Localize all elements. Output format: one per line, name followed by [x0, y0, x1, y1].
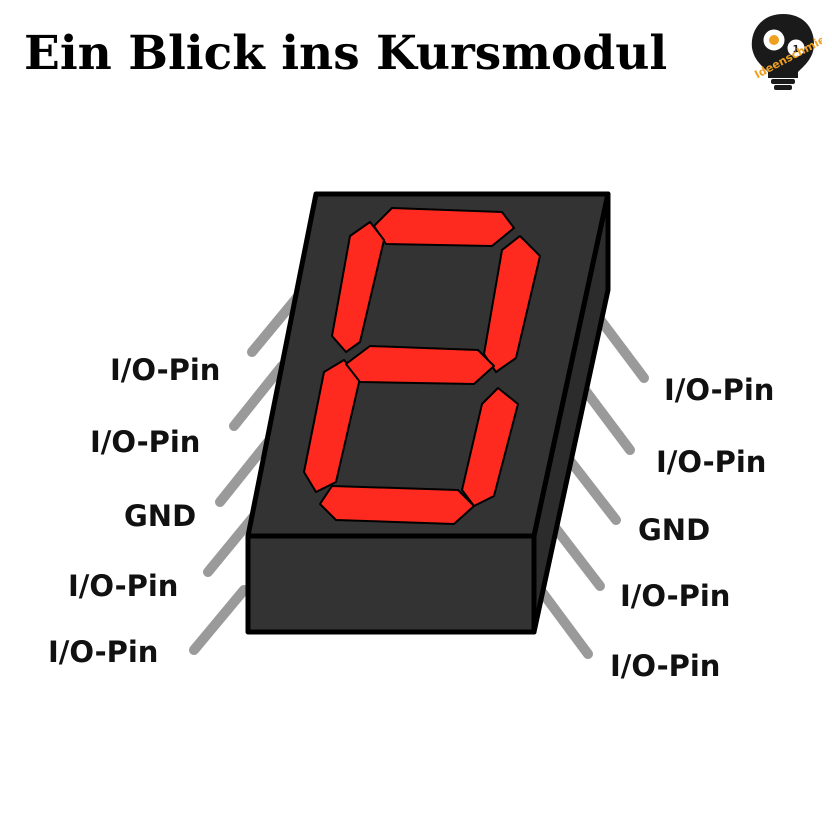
left-pins	[189, 289, 305, 655]
svg-text:1: 1	[793, 44, 800, 55]
display-front	[245, 533, 537, 635]
segments	[303, 207, 541, 525]
segment-d	[319, 485, 475, 525]
segment-b	[483, 235, 541, 373]
left-pin-2	[229, 361, 287, 431]
left-pin-5	[189, 585, 249, 655]
right-pin-3	[563, 453, 621, 525]
segment-f	[331, 221, 385, 353]
display-body	[245, 191, 611, 635]
right-pin-label-1: I/O-Pin	[664, 373, 774, 407]
right-pin-5	[537, 587, 593, 659]
left-pin-label-2: I/O-Pin	[90, 425, 200, 459]
right-pins	[537, 309, 649, 659]
lightbulb-gears-icon: 1	[751, 14, 814, 90]
left-pin-label-4: I/O-Pin	[68, 569, 178, 603]
segment-e	[303, 359, 361, 493]
right-labels: I/O-Pin I/O-Pin GND I/O-Pin I/O-Pin	[610, 373, 774, 683]
left-pin-4	[203, 511, 259, 577]
right-pin-4	[549, 521, 605, 591]
left-labels: I/O-Pin I/O-Pin GND I/O-Pin I/O-Pin	[48, 353, 220, 669]
left-pin-label-3: GND	[124, 499, 196, 533]
ideenschmiede-logo: 1 Ideenschmiede	[751, 14, 822, 90]
left-pin-3	[215, 437, 273, 507]
right-pin-label-4: I/O-Pin	[620, 579, 730, 613]
right-pin-label-2: I/O-Pin	[656, 445, 766, 479]
right-pin-1	[591, 309, 649, 383]
left-pin-label-1: I/O-Pin	[110, 353, 220, 387]
segment-a	[373, 207, 515, 247]
right-pin-2	[577, 381, 635, 455]
right-pin-label-3: GND	[638, 513, 710, 547]
left-pin-label-5: I/O-Pin	[48, 635, 158, 669]
right-pin-label-5: I/O-Pin	[610, 649, 720, 683]
page-title: Ein Blick ins Kursmodul	[24, 26, 668, 81]
segment-g	[345, 345, 495, 385]
